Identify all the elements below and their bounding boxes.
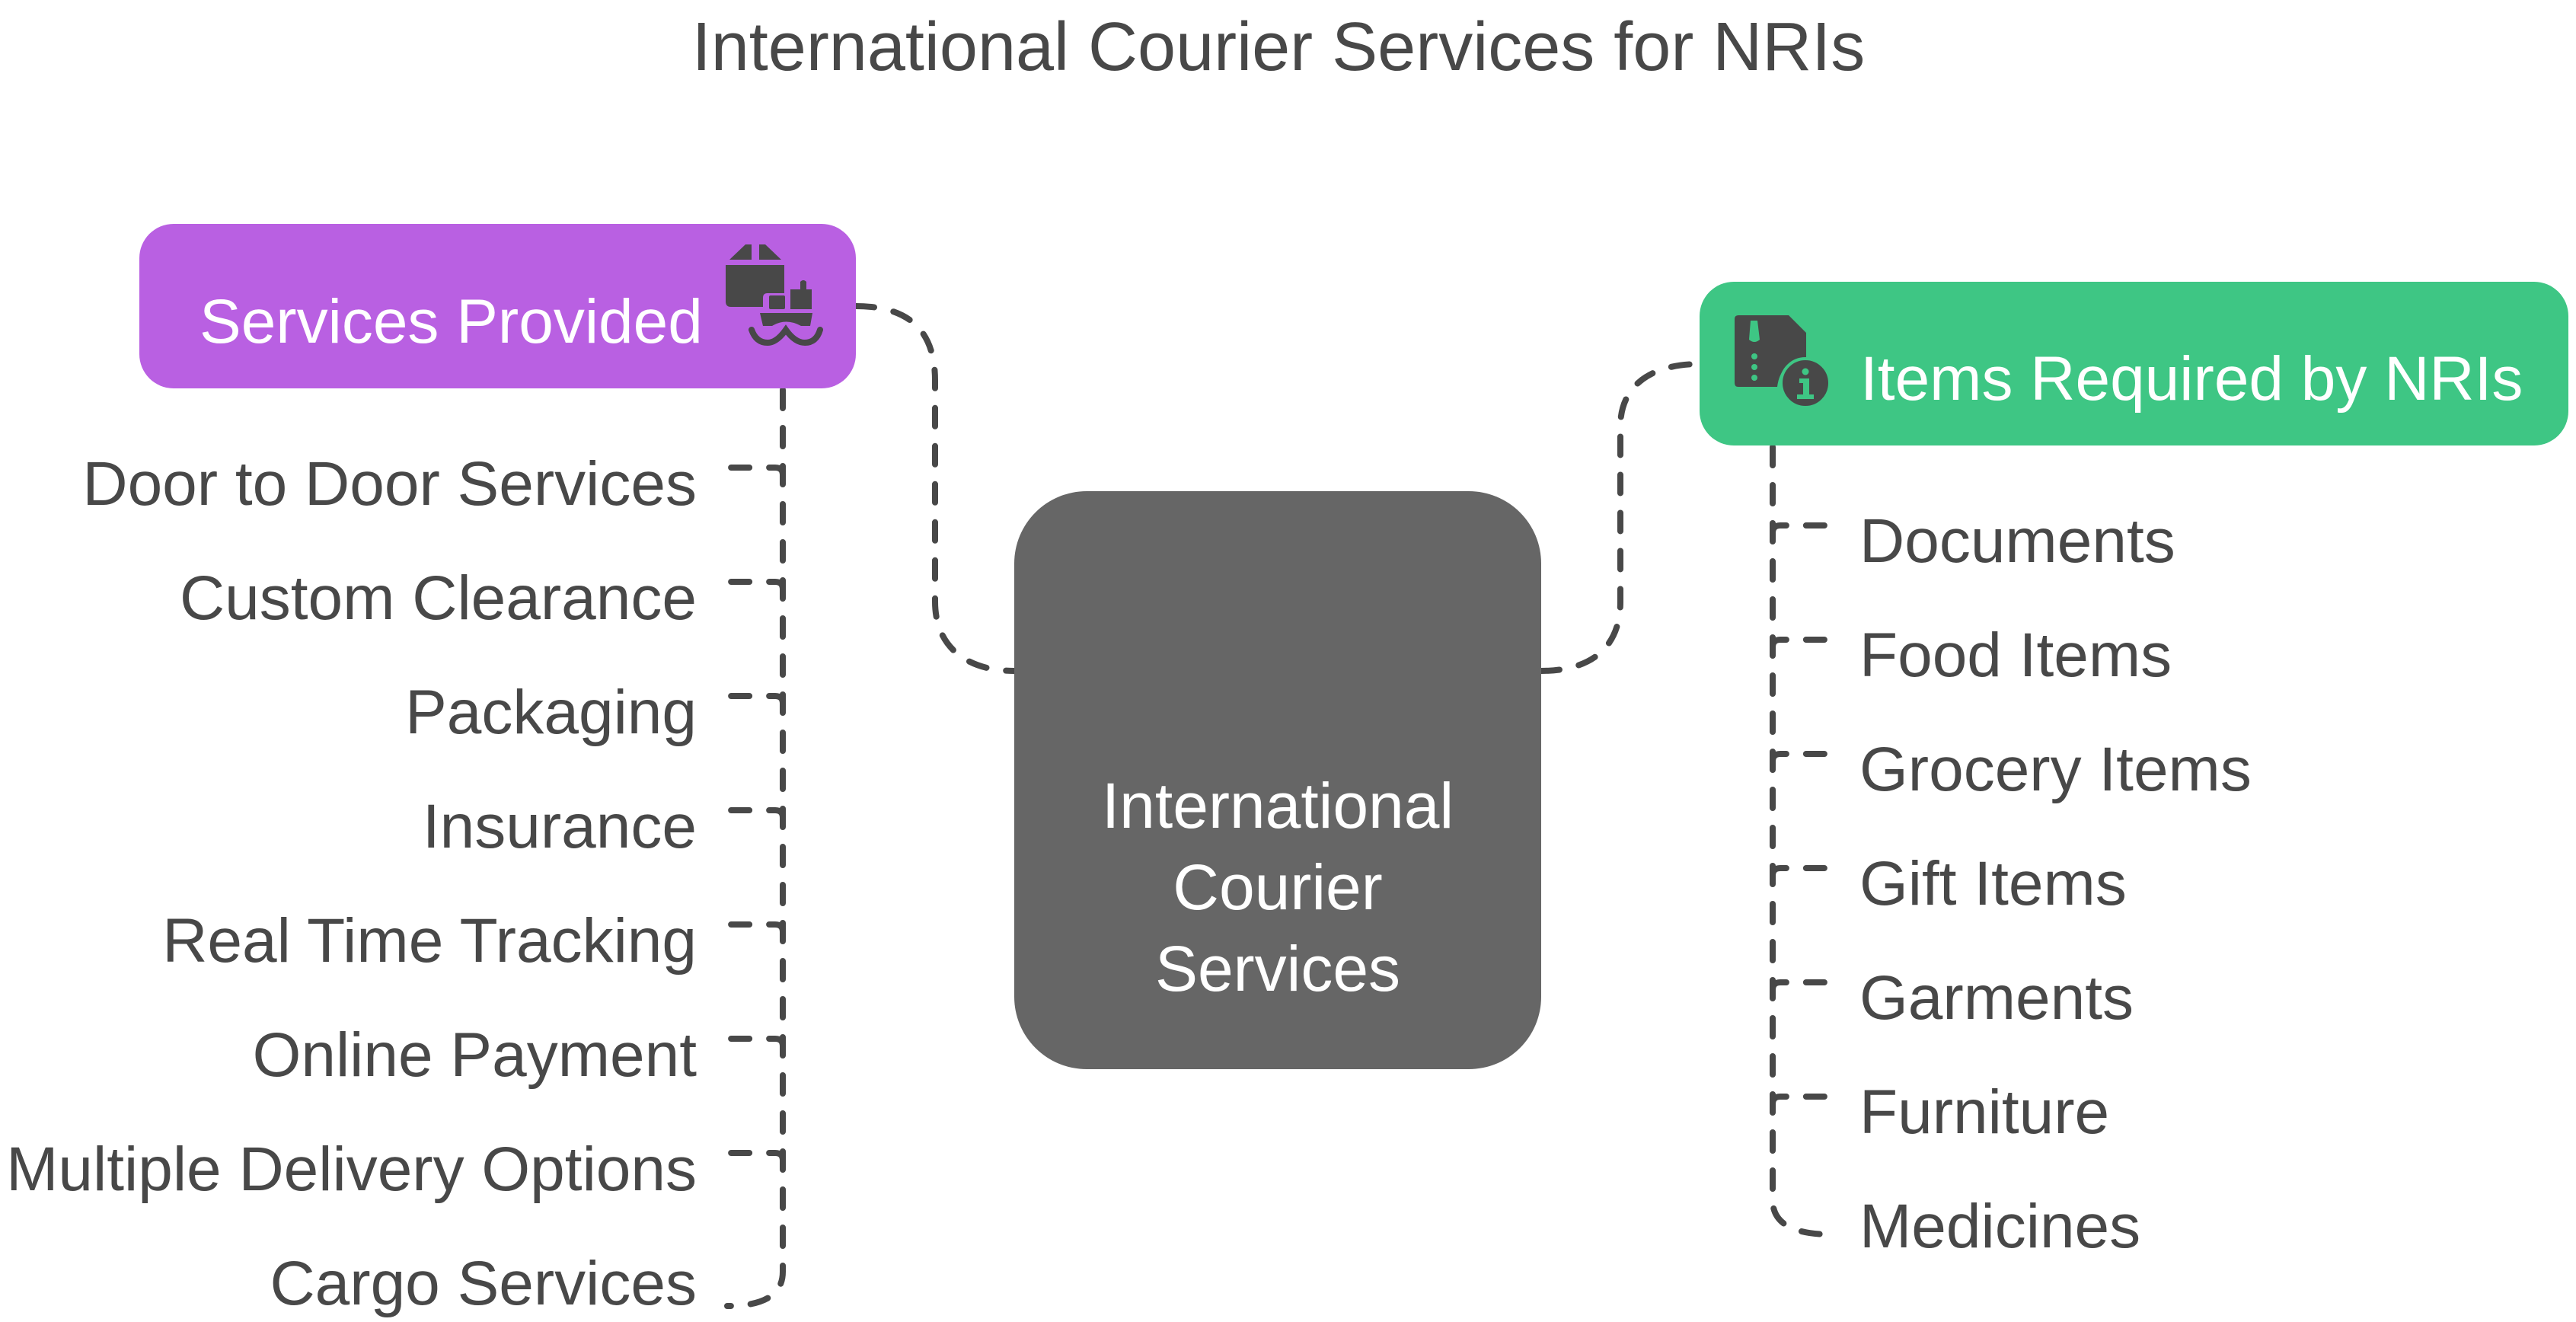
items-branch-line — [1770, 1094, 1834, 1107]
connector-center-to-services — [853, 303, 1017, 674]
diagram-title: International Courier Services for NRIs — [692, 9, 1866, 85]
service-item-custom-clearance: Custom Clearance — [180, 564, 697, 633]
items-required-box — [1700, 282, 2568, 445]
zip-file-info-icon — [1735, 315, 1831, 409]
required-item-furniture: Furniture — [1859, 1078, 2109, 1147]
service-item-insurance: Insurance — [423, 792, 697, 861]
items-branch-line — [1770, 522, 1834, 536]
service-item-online-payment: Online Payment — [253, 1020, 697, 1090]
center-node-box — [1014, 491, 1541, 1069]
service-item-real-time-tracking: Real Time Tracking — [162, 906, 697, 976]
connector-center-to-items — [1538, 361, 1703, 674]
service-item-multiple-delivery-options: Multiple Delivery Options — [6, 1135, 697, 1204]
required-item-food-items: Food Items — [1859, 621, 2172, 690]
services-tree-lines — [724, 387, 786, 1309]
items-trunk-line — [1770, 444, 1834, 1237]
items-tree-lines — [1770, 444, 1834, 1237]
services-provided-label: Services Provided — [200, 287, 703, 356]
services-branch-line — [724, 1150, 786, 1164]
required-item-garments: Garments — [1859, 963, 2134, 1033]
services-provided-node[interactable]: Services Provided — [139, 224, 856, 388]
required-item-documents: Documents — [1859, 506, 2175, 576]
required-item-medicines: Medicines — [1859, 1192, 2140, 1261]
services-branch-line — [724, 465, 786, 478]
service-item-cargo-services: Cargo Services — [270, 1249, 697, 1318]
services-branch-line — [724, 1036, 786, 1049]
items-required-node[interactable]: Items Required by NRIs — [1700, 282, 2568, 445]
items-branch-line — [1770, 979, 1834, 993]
items-required-label: Items Required by NRIs — [1860, 344, 2523, 414]
services-branch-line — [724, 921, 786, 935]
services-trunk-line — [724, 387, 786, 1309]
required-item-grocery-items: Grocery Items — [1859, 735, 2252, 804]
required-item-gift-items: Gift Items — [1859, 849, 2127, 918]
center-node[interactable]: International Courier Services — [1014, 491, 1541, 1069]
services-branch-line — [724, 693, 786, 707]
items-branch-line — [1770, 637, 1834, 650]
cargo-ship-package-icon — [726, 244, 823, 346]
center-node-line-1: International — [1102, 770, 1454, 841]
services-branch-line — [724, 807, 786, 821]
service-item-door-to-door-services: Door to Door Services — [82, 449, 697, 519]
center-node-line-3: Services — [1155, 933, 1400, 1004]
items-branch-line — [1770, 865, 1834, 879]
services-branch-line — [724, 579, 786, 592]
items-branch-line — [1770, 751, 1834, 765]
services-provided-box — [139, 224, 856, 388]
service-item-packaging: Packaging — [405, 678, 697, 747]
center-node-line-2: Courier — [1173, 851, 1382, 923]
